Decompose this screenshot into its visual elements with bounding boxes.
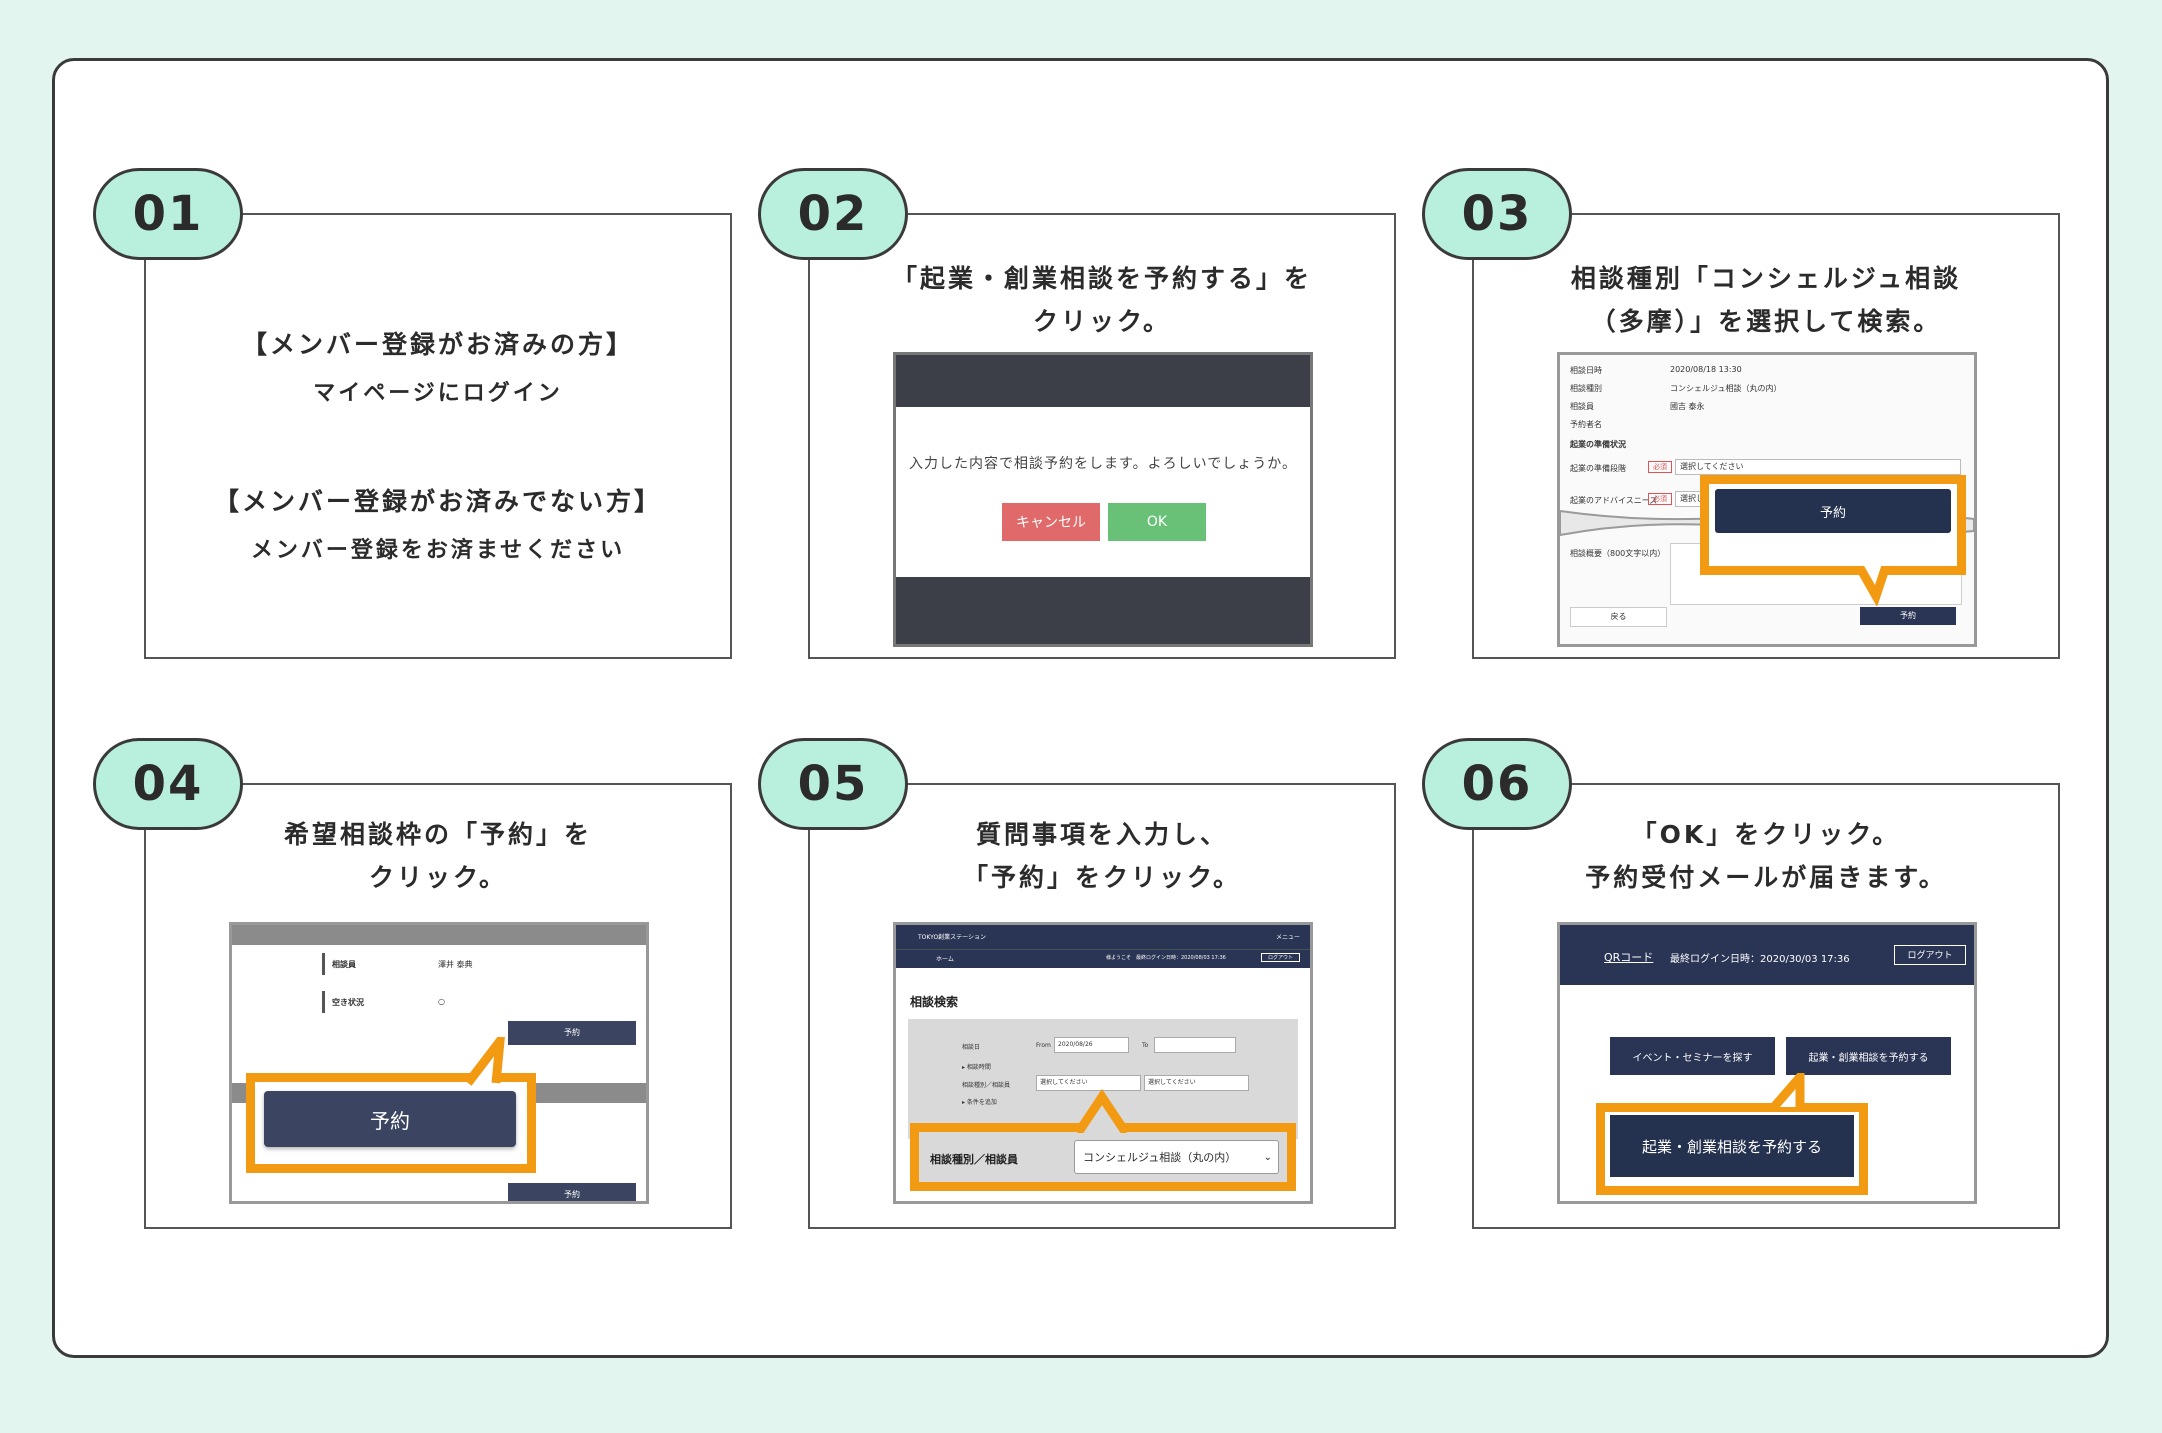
schedule-list-screenshot: 相談員 澤井 泰典 空き状況 ○ 予約 予約 予約 [229,922,649,1204]
logout-button[interactable]: ログアウト [1894,945,1966,965]
chevron-down-icon: ⌄ [1263,1151,1272,1163]
row-divider [322,953,325,975]
date-to-input[interactable] [1154,1037,1236,1053]
type-select-value: コンシェルジュ相談（丸の内） [1083,1151,1237,1164]
list-header-bar [232,925,646,945]
time-toggle[interactable]: ▸ 相談時間 [962,1064,991,1071]
step-03-line-2: （多摩）」を選択して検索。 [1590,307,1942,336]
type-select-zoomed[interactable]: コンシェルジュ相談（丸の内） ⌄ [1074,1140,1279,1174]
step-04-line-2: クリック。 [368,863,507,892]
callout-pointer [1770,1073,1805,1110]
menu-button[interactable]: メニュー [1275,934,1300,941]
step-badge-01: 01 [93,168,243,260]
page-title: 相談検索 [910,995,959,1009]
row-divider [322,991,325,1013]
type-label-zoomed: 相談種別／相談員 [930,1153,1018,1166]
qr-code-link[interactable]: QRコード [1604,951,1654,964]
ok-button[interactable]: OK [1108,503,1206,541]
step-05-line-1: 質問事項を入力し、 [975,820,1228,849]
callout-pointer [1856,566,1891,606]
type-label: 相談種別／相談員 [962,1082,1011,1089]
step-badge-05: 05 [758,738,908,830]
step-01-member-heading: 【メンバー登録がお済みの方】 [241,330,634,359]
step-02-line-1: 「起業・創業相談を予約する」を [891,264,1312,293]
step-card-04: 希望相談枠の「予約」を クリック。 相談員 澤井 泰典 空き状況 ○ 予約 予約… [144,783,732,1229]
row-value-type: コンシェルジュ相談（丸の内） [1670,384,1782,393]
search-form-screenshot: TOKYO創業ステーション メニュー ホーム 様ようこそ 最終ログイン日時：20… [893,922,1313,1204]
to-label: To [1142,1042,1149,1049]
section-heading: 起業の準備状況 [1570,440,1626,449]
reserve-button-small[interactable]: 予約 [1860,607,1956,625]
status-value: ○ [438,997,445,1006]
from-label: From [1036,1042,1051,1049]
step-06-line-2: 予約受付メールが届きます。 [1585,863,1947,892]
required-badge: 必須 [1648,493,1672,505]
last-login: 最終ログイン日時：2020/30/03 17:36 [1670,954,1850,965]
row-value-datetime: 2020/08/18 13:30 [1670,365,1742,374]
status-label: 空き状況 [332,998,364,1007]
event-search-button[interactable]: イベント・セミナーを探す [1610,1037,1775,1075]
step-card-05: 質問事項を入力し、 「予約」をクリック。 TOKYO創業ステーション メニュー … [808,783,1396,1229]
field-label-needs: 起業のアドバイスニーズ [1570,496,1658,505]
confirm-message: 入力した内容で相談予約をします。よろしいでしょうか。 [909,456,1297,472]
type-select[interactable]: 選択してください [1036,1075,1141,1091]
staff-select[interactable]: 選択してください [1144,1075,1249,1091]
step-03-line-1: 相談種別「コンシェルジュ相談 [1570,264,1962,293]
row-label-staff: 相談員 [1570,402,1594,411]
confirm-dialog: 入力した内容で相談予約をします。よろしいでしょうか。 キャンセル OK [896,407,1310,577]
reserve-button-small[interactable]: 予約 [508,1183,636,1201]
question-label: 相談概要（800文字以内） [1570,549,1666,558]
staff-label: 相談員 [332,960,356,969]
reservation-form-screenshot: 相談日時 2020/08/18 13:30 相談種別 コンシェルジュ相談（丸の内… [1557,352,1977,647]
reserve-button-zoomed[interactable]: 予約 [264,1091,516,1147]
step-card-03: 相談種別「コンシェルジュ相談 （多摩）」を選択して検索。 相談日時 2020/0… [1472,213,2060,659]
step-01-member-text: マイページにログイン [313,381,563,406]
callout-pointer [464,1037,505,1086]
step-02-line-2: クリック。 [1032,307,1171,336]
step-01-nonmember-heading: 【メンバー登録がお済みでない方】 [213,487,662,516]
step-card-06: 「OK」をクリック。 予約受付メールが届きます。 QRコード 最終ログイン日時：… [1472,783,2060,1229]
consult-reserve-button-zoomed[interactable]: 起業・創業相談を予約する [1610,1115,1854,1177]
user-bar: ホーム 様ようこそ 最終ログイン日時：2020/08/03 17:36 ログアウ… [896,949,1310,968]
login-info: 様ようこそ 最終ログイン日時：2020/08/03 17:36 [1106,955,1226,961]
row-label-type: 相談種別 [1570,384,1602,393]
mypage-header: QRコード 最終ログイン日時：2020/30/03 17:36 ログアウト [1560,925,1974,985]
required-badge: 必須 [1648,461,1672,473]
row-value-staff: 國吉 泰永 [1670,402,1705,411]
reserve-button-small[interactable]: 予約 [508,1021,636,1045]
mypage-screenshot: QRコード 最終ログイン日時：2020/30/03 17:36 ログアウト イベ… [1557,922,1977,1204]
step-card-02: 「起業・創業相談を予約する」を クリック。 入力した内容で相談予約をします。よろ… [808,213,1396,659]
home-link[interactable]: ホーム [936,956,954,963]
step-card-01: 【メンバー登録がお済みの方】 マイページにログイン 【メンバー登録がお済みでない… [144,213,732,659]
field-label-stage: 起業の準備段階 [1570,464,1626,473]
step-badge-06: 06 [1422,738,1572,830]
cancel-button[interactable]: キャンセル [1002,503,1100,541]
site-name: TOKYO創業ステーション [918,934,987,941]
step-badge-04: 04 [93,738,243,830]
add-condition-toggle[interactable]: ▸ 条件を追加 [962,1099,997,1106]
consult-reserve-button[interactable]: 起業・創業相談を予約する [1786,1037,1951,1075]
reserve-button-zoomed[interactable]: 予約 [1715,489,1951,533]
row-label-name: 予約者名 [1570,420,1602,429]
back-button[interactable]: 戻る [1570,607,1667,627]
date-from-input[interactable]: 2020/08/26 [1054,1037,1129,1053]
step-badge-03: 03 [1422,168,1572,260]
site-header: TOKYO創業ステーション メニュー [896,925,1310,949]
row-label-datetime: 相談日時 [1570,366,1602,375]
step-04-line-1: 希望相談枠の「予約」を [283,820,592,849]
callout-pointer [1074,1089,1130,1133]
step-01-nonmember-text: メンバー登録をお済ませください [250,538,626,563]
confirm-dialog-screenshot: 入力した内容で相談予約をします。よろしいでしょうか。 キャンセル OK [893,352,1313,647]
stage-select[interactable]: 選択してください [1675,459,1961,475]
logout-button[interactable]: ログアウト [1260,953,1300,962]
step-06-line-1: 「OK」をクリック。 [1631,820,1901,849]
step-05-line-2: 「予約」をクリック。 [962,863,1241,892]
date-label: 相談日 [962,1044,981,1051]
staff-value: 澤井 泰典 [438,960,473,969]
step-badge-02: 02 [758,168,908,260]
